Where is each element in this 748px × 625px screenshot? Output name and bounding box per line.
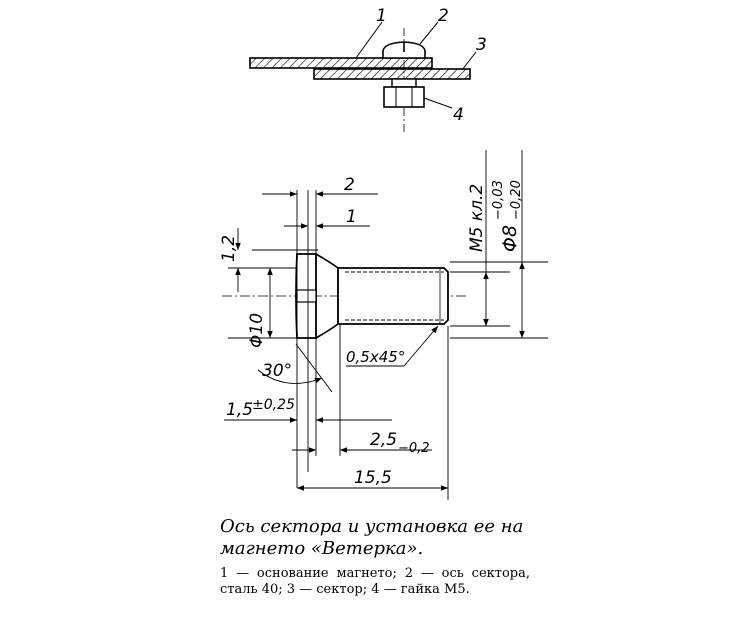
base-plate xyxy=(249,57,433,69)
dim-label-angle: 30° xyxy=(262,361,292,381)
dim-label-2: 2 xyxy=(344,175,355,195)
dim-label-1-2: 1,2 xyxy=(219,235,239,262)
assembly-view: 1 2 3 4 xyxy=(249,6,487,132)
label-part-3: 3 xyxy=(476,35,487,55)
dim-label-phi8-tol-upper: −0,03 xyxy=(491,180,506,220)
dim-label-chamfer: 0,5x45° xyxy=(346,348,405,366)
dim-label-1-5: 1,5 xyxy=(226,400,253,420)
label-part-1: 1 xyxy=(376,6,387,26)
axis-detail-view: 2 1 1,2 Φ10 М5 кл.2 Φ8 −0,03 −0,20 0,5x4… xyxy=(219,150,548,500)
dim-label-1: 1 xyxy=(346,207,357,227)
dim-label-2-5: 2,5 xyxy=(370,430,397,450)
sector-plate xyxy=(313,68,471,80)
dim-label-phi8: Φ8 xyxy=(499,225,521,252)
dim-label-1-5-tol: ±0,25 xyxy=(252,397,295,413)
nut xyxy=(383,86,425,108)
dim-label-phi8-tol-lower: −0,20 xyxy=(509,180,524,220)
dim-label-15-5: 15,5 xyxy=(354,468,392,488)
dim-label-2-5-tol: −0,2 xyxy=(398,441,430,456)
dim-label-thread: М5 кл.2 xyxy=(467,184,487,252)
label-part-4: 4 xyxy=(453,105,464,125)
figure-caption: Ось сектора и установка ее на магнето «В… xyxy=(220,516,530,598)
caption-legend: 1 — основание магнето; 2 — ось сектора, … xyxy=(220,566,530,597)
caption-title: Ось сектора и установка ее на магнето «В… xyxy=(220,516,524,559)
label-part-2: 2 xyxy=(438,6,449,26)
axis-shank xyxy=(337,267,449,325)
dim-label-phi10: Φ10 xyxy=(247,313,267,348)
